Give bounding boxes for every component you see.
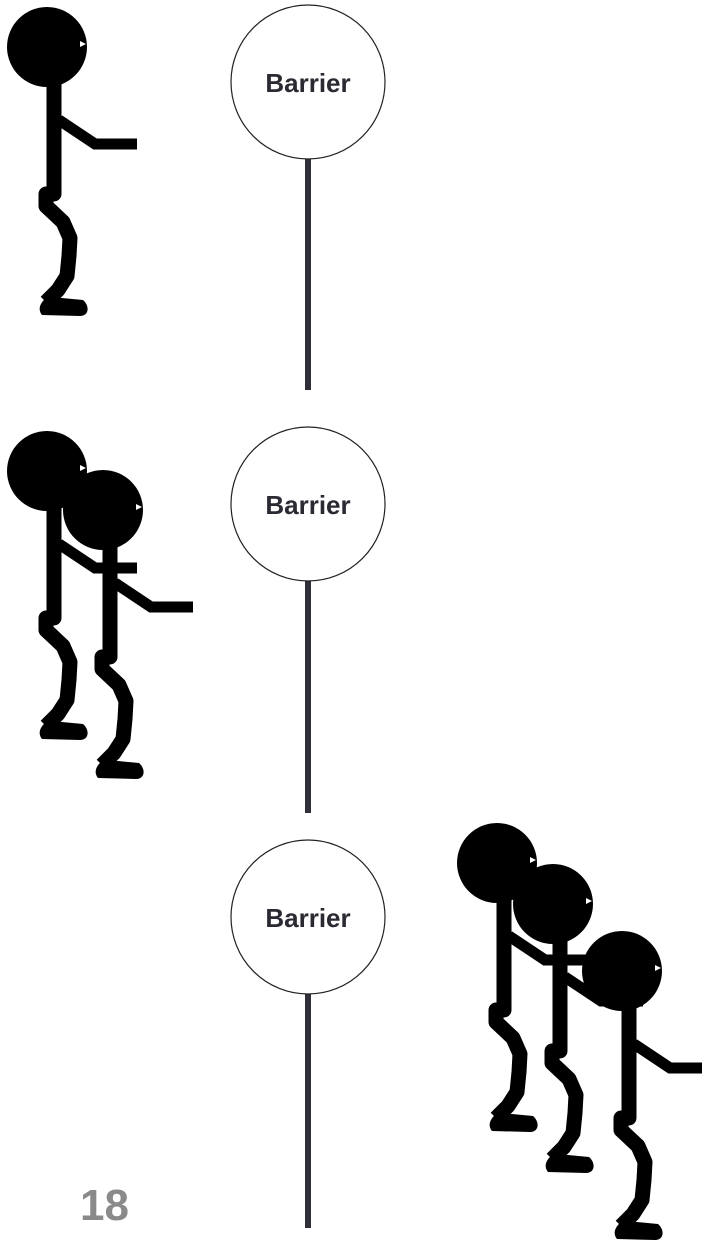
stick-figure [7, 7, 137, 316]
barrier-panel-1: Barrier [7, 4, 386, 390]
barrier-panel-3: Barrier [230, 823, 702, 1240]
barrier-label: Barrier [265, 903, 350, 933]
barrier-circle [230, 426, 386, 582]
barrier-label: Barrier [265, 490, 350, 520]
stick-figure [582, 931, 702, 1240]
barrier-circle [230, 839, 386, 995]
barrier-label: Barrier [265, 68, 350, 98]
barrier-circle [230, 4, 386, 160]
barrier-panel-2: Barrier [7, 426, 386, 813]
page-number: 18 [80, 1181, 129, 1230]
